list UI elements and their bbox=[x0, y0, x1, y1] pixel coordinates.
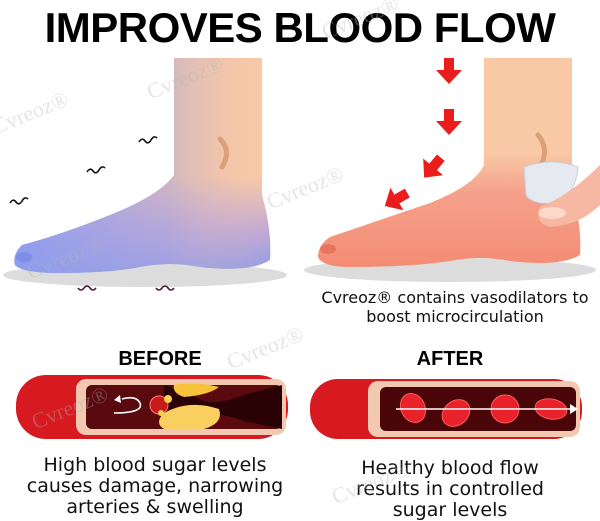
plaque-bottom bbox=[159, 404, 220, 429]
after-label: AFTER bbox=[416, 348, 484, 370]
plaque-top bbox=[173, 383, 219, 397]
before-line1: High blood sugar levels bbox=[43, 454, 267, 476]
after-line1: Healthy blood flow bbox=[361, 457, 539, 479]
ankle-bone-mark bbox=[217, 136, 229, 170]
before-line3: arteries & swelling bbox=[66, 496, 244, 518]
before-line2: causes damage, narrowing bbox=[26, 475, 284, 497]
red-arrows-icon bbox=[384, 58, 462, 211]
narrowed-artery-illustration bbox=[16, 375, 288, 439]
page-title: IMPROVES BLOOD FLOW bbox=[44, 4, 556, 51]
product-claim-line2: boost microcirculation bbox=[366, 307, 544, 326]
foot-after-illustration bbox=[304, 58, 600, 282]
after-caption: Healthy blood flow results in controlled… bbox=[305, 458, 595, 521]
after-line3: sugar levels bbox=[392, 499, 508, 521]
before-caption: High blood sugar levels causes damage, n… bbox=[20, 455, 290, 518]
product-claim-line1: Cvreoz® contains vasodilators to bbox=[321, 288, 589, 307]
product-claim-caption: Cvreoz® contains vasodilators to boost m… bbox=[310, 288, 600, 326]
after-line2: results in controlled bbox=[356, 478, 544, 500]
foot-shape bbox=[318, 58, 581, 267]
turnback-arrow-icon bbox=[113, 396, 142, 414]
foot-before-illustration bbox=[3, 58, 287, 291]
before-label: BEFORE bbox=[118, 348, 202, 370]
healthy-artery-illustration bbox=[310, 379, 582, 439]
tingling-marks bbox=[9, 136, 175, 291]
